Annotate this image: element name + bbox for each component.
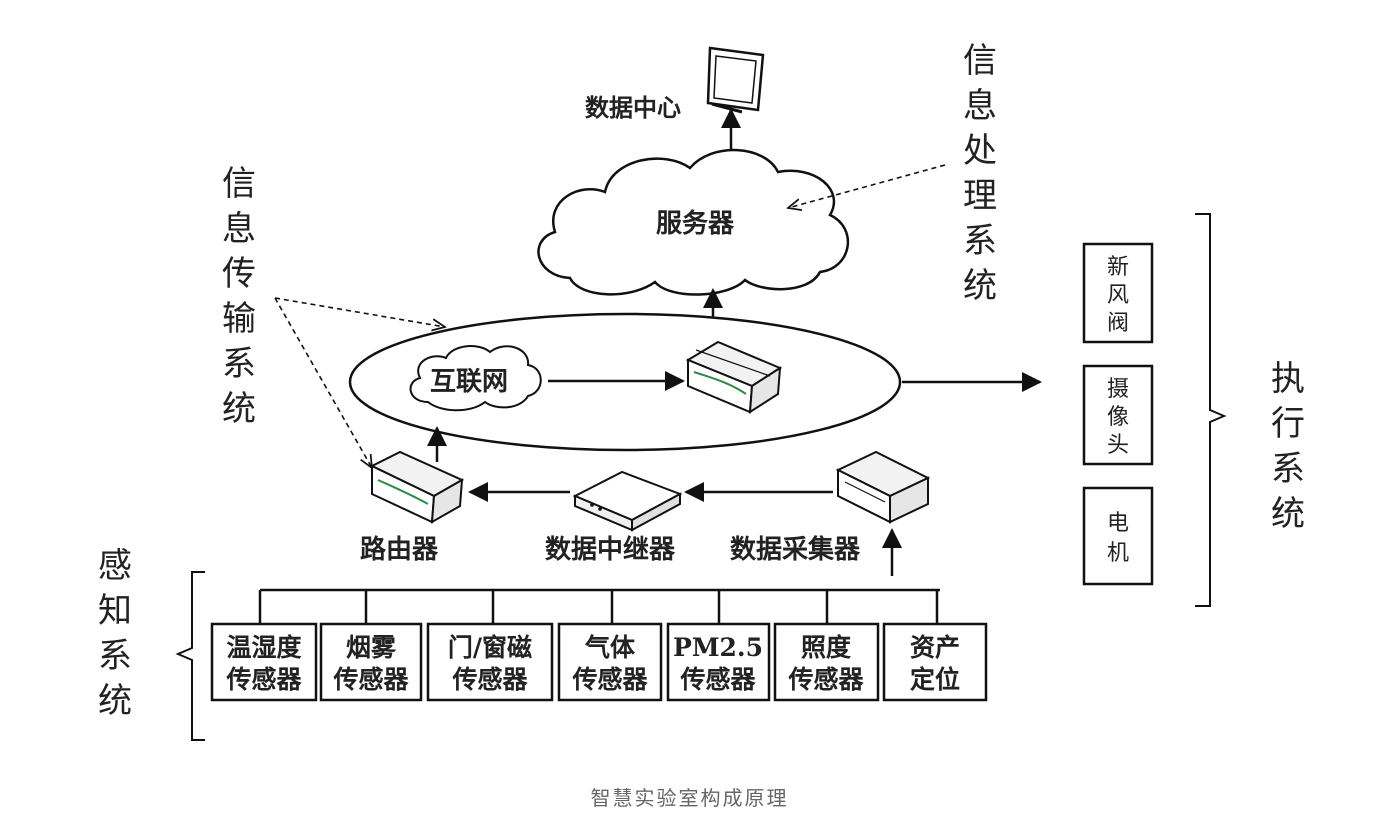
collector-label: 数据采集器 [730, 534, 861, 565]
monitor-icon [706, 46, 765, 114]
sensor-box: 照度 传感器 [773, 622, 880, 702]
svg-text:行: 行 [1271, 404, 1305, 444]
svg-text:系: 系 [1271, 449, 1305, 489]
svg-text:理: 理 [963, 176, 997, 216]
svg-text:知: 知 [98, 591, 132, 631]
svg-text:系: 系 [963, 221, 997, 261]
svg-text:信: 信 [222, 164, 256, 204]
svg-text:定位: 定位 [910, 665, 960, 694]
svg-text:系: 系 [98, 636, 132, 676]
gateway-device-icon [685, 340, 783, 414]
perception-bracket [175, 571, 205, 741]
router-icon [369, 450, 465, 524]
actuator-box: 摄 像 头 [1082, 364, 1154, 466]
svg-text:传感器: 传感器 [451, 665, 528, 694]
actuator-box: 新 风 阀 [1082, 242, 1154, 344]
perception-system-label: 感 知 系 统 [98, 546, 132, 721]
info-processing-pointer [788, 164, 946, 208]
svg-text:统: 统 [222, 389, 256, 429]
data-relay-icon [572, 470, 683, 532]
execution-bracket [1195, 213, 1227, 607]
sensor-box: PM2.5 传感器 [666, 622, 771, 702]
sensor-box: 资产 定位 [882, 622, 988, 702]
svg-text:烟雾: 烟雾 [346, 633, 397, 662]
server-cloud [537, 148, 850, 296]
svg-text:传感器: 传感器 [225, 665, 302, 694]
internet-label: 互联网 [430, 367, 508, 397]
svg-text:输: 输 [222, 299, 256, 339]
svg-text:处: 处 [963, 131, 997, 171]
svg-text:风: 风 [1107, 283, 1129, 308]
svg-text:传: 传 [222, 254, 256, 294]
svg-text:感: 感 [98, 546, 132, 586]
svg-text:息: 息 [963, 86, 997, 126]
svg-text:像: 像 [1107, 405, 1129, 430]
router-label: 路由器 [360, 534, 439, 565]
actuator-box: 电 机 [1082, 486, 1154, 586]
svg-text:新: 新 [1107, 255, 1129, 280]
svg-text:统: 统 [963, 266, 997, 306]
relay-label: 数据中继器 [545, 534, 676, 565]
svg-text:传感器: 传感器 [571, 665, 648, 694]
svg-text:资产: 资产 [910, 633, 960, 662]
svg-text:统: 统 [1271, 494, 1305, 534]
info-transmission-pointer-2 [274, 297, 372, 468]
info-processing-system-label: 信 息 处 理 系 统 [963, 41, 997, 306]
data-collector-icon [835, 450, 931, 524]
svg-text:PM2.5: PM2.5 [673, 633, 763, 662]
svg-text:传感器: 传感器 [332, 665, 409, 694]
server-label: 服务器 [656, 209, 735, 239]
svg-text:传感器: 传感器 [787, 665, 864, 694]
svg-text:照度: 照度 [801, 633, 851, 662]
sensor-box: 温湿度 传感器 [210, 622, 318, 702]
svg-text:执: 执 [1271, 359, 1305, 399]
info-transmission-system-label: 信 息 传 输 系 统 [222, 164, 256, 429]
execution-system-label: 执 行 系 统 [1271, 359, 1305, 534]
svg-text:气体: 气体 [584, 633, 636, 662]
svg-text:传感器: 传感器 [679, 665, 756, 694]
figure-caption: 智慧实验室构成原理 [590, 786, 789, 810]
svg-text:电: 电 [1107, 511, 1129, 536]
svg-text:门/窗磁: 门/窗磁 [448, 633, 532, 662]
data-center-label: 数据中心 [585, 93, 681, 122]
svg-text:信: 信 [963, 41, 997, 81]
svg-text:阀: 阀 [1107, 311, 1129, 336]
sensor-box: 门/窗磁 传感器 [426, 622, 554, 702]
sensor-box: 烟雾 传感器 [319, 622, 423, 702]
svg-text:机: 机 [1107, 541, 1129, 566]
internet-cloud [409, 345, 542, 412]
svg-text:摄: 摄 [1107, 377, 1129, 402]
svg-text:系: 系 [222, 344, 256, 384]
svg-text:统: 统 [98, 681, 132, 721]
info-transmission-pointer-1 [274, 297, 445, 327]
svg-text:温湿度: 温湿度 [226, 633, 301, 662]
sensor-box: 气体 传感器 [557, 622, 663, 702]
svg-text:头: 头 [1107, 433, 1129, 458]
svg-text:息: 息 [222, 209, 256, 249]
